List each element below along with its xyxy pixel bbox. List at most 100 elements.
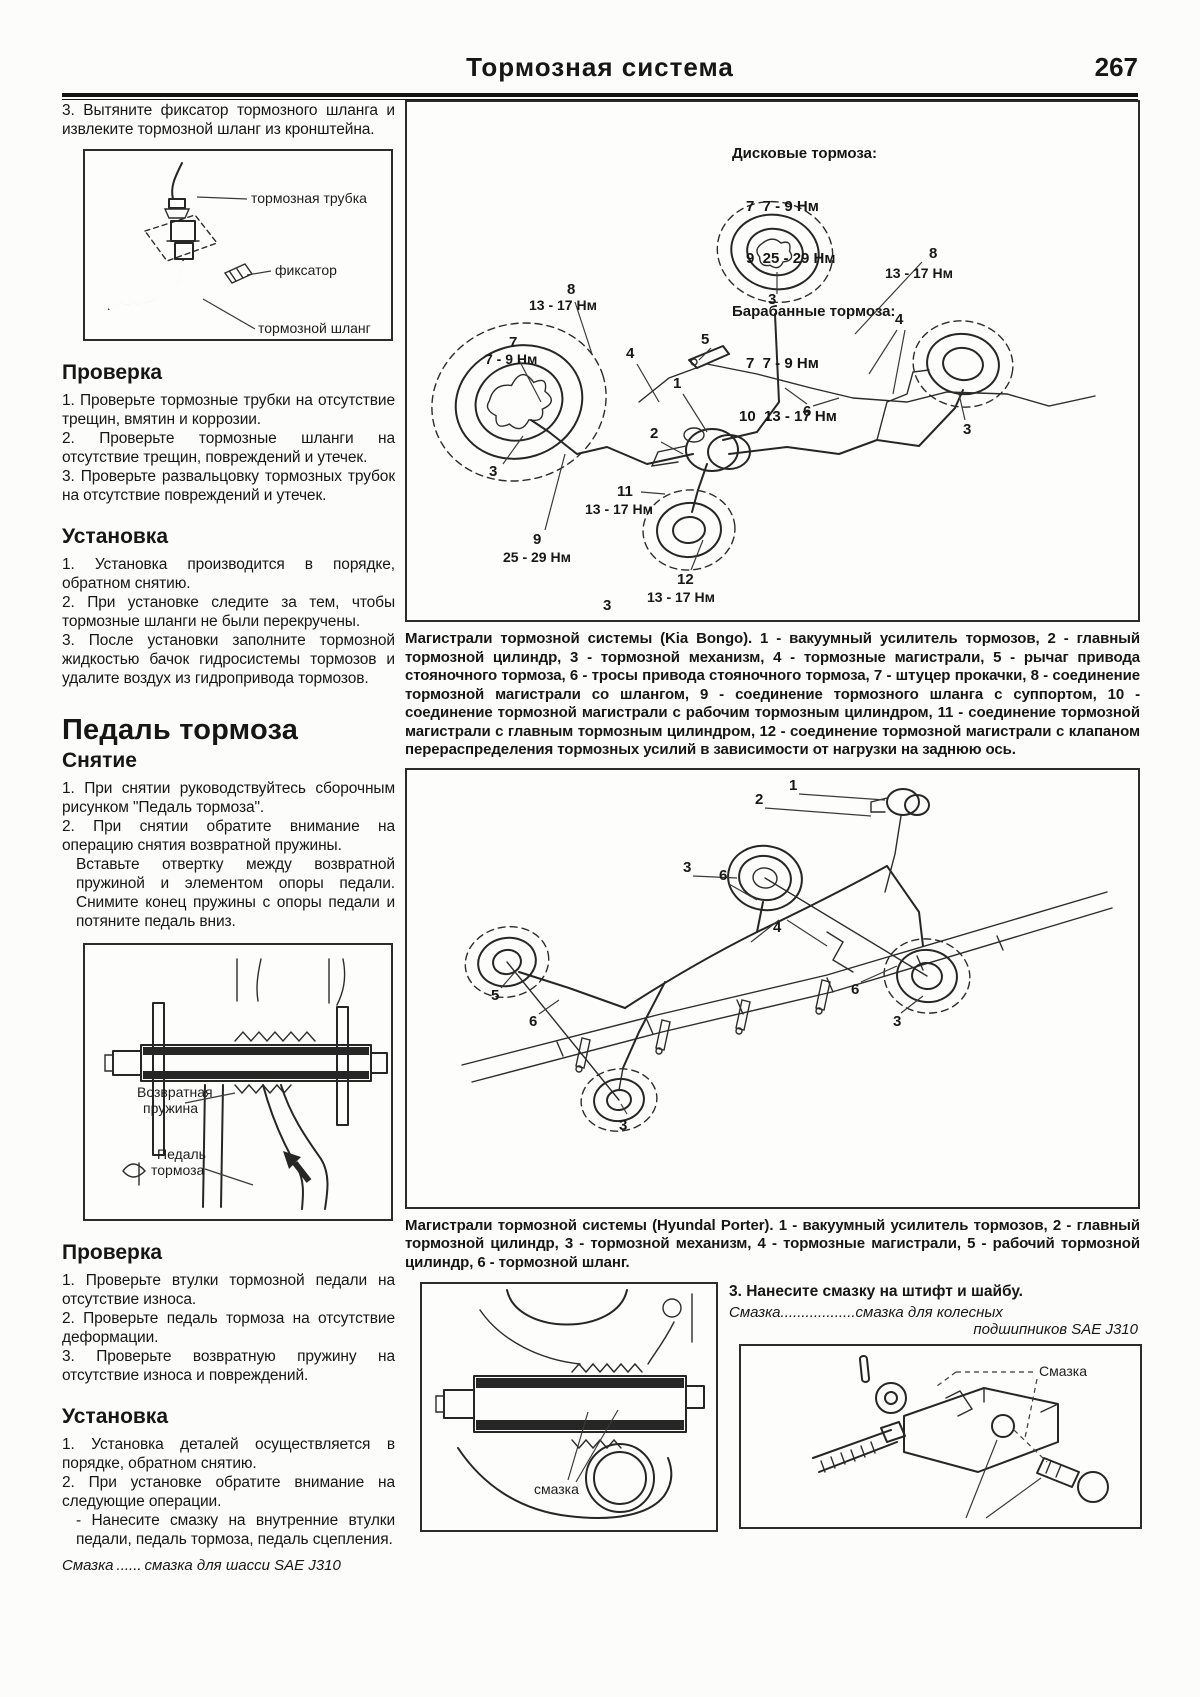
callout-11-torque: 13 - 17 Нм bbox=[585, 501, 653, 517]
torque-line: 10 13 - 17 Нм bbox=[739, 407, 837, 425]
torque-line: Барабанные тормоза: bbox=[732, 302, 896, 320]
callout-11: 11 bbox=[617, 483, 633, 500]
bottom-right-block: 3. Нанесите смазку на штифт и шайбу. Сма… bbox=[729, 1282, 1142, 1529]
callout-3: 3 bbox=[893, 1013, 901, 1030]
torque-line: Дисковые тормоза: bbox=[732, 145, 877, 162]
porter-drawing: 1 2 3 6 4 6 3 5 6 3 bbox=[461, 777, 1113, 1134]
install1-item: 1. Установка производится в порядке, обр… bbox=[62, 556, 395, 592]
clevis-pin-drawing: Смазка bbox=[812, 1354, 1109, 1519]
pull-arrow-icon bbox=[283, 1151, 312, 1183]
callout-8: 8 bbox=[567, 281, 575, 298]
check1-item: 3. Проверьте развальцовку тормозных труб… bbox=[62, 468, 395, 504]
torque-line: 9 25 - 29 Нм bbox=[746, 250, 836, 267]
install1-heading: Установка bbox=[62, 525, 168, 548]
bottom-row: смазка 3. Нанесите смазку на штифт и шай… bbox=[405, 1282, 1142, 1532]
pedal-lubrication-figure: смазка bbox=[420, 1282, 718, 1532]
check2-item: 3. Проверьте возвратную пружину на отсут… bbox=[62, 1348, 395, 1384]
brake-hose-figure: тормозная трубка фиксатор тормозной шлан… bbox=[83, 149, 393, 341]
kia-bongo-drawing: 8 13 - 17 Нм 7 7 - 9 Нм 3 9 25 - 29 Нм 1… bbox=[431, 200, 1096, 614]
removal-heading: Снятие bbox=[62, 749, 137, 772]
wheel-bearing-grease-spec: Смазка .................. смазка для кол… bbox=[729, 1304, 1138, 1321]
kia-bongo-brake-lines-figure: Дисковые тормоза: 7 7 - 9 Нм 9 25 - 29 Н… bbox=[405, 100, 1140, 622]
callout-2: 2 bbox=[650, 425, 658, 442]
pedal-lubrication-drawing: смазка bbox=[435, 1289, 705, 1519]
callout-4: 4 bbox=[773, 919, 782, 936]
callout-7-torque: 7 - 9 Нм bbox=[485, 351, 537, 367]
brake-hose-drawing: тормозная трубка фиксатор тормозной шлан… bbox=[108, 162, 371, 336]
torque-line: 7 7 - 9 Нм bbox=[746, 355, 819, 372]
check2-item: 2. Проверьте педаль тормоза на отсутстви… bbox=[62, 1310, 395, 1346]
install2-bullet: - Нанесите смазку на внутренние втулки п… bbox=[76, 1512, 395, 1548]
return-spring-label: Возвратная bbox=[137, 1084, 213, 1100]
page-title: Тормозная система bbox=[466, 52, 734, 82]
callout-8-torque: 13 - 17 Нм bbox=[529, 297, 597, 313]
install2-heading: Установка bbox=[62, 1405, 168, 1428]
grease-step: 3. Нанесите смазку на штифт и шайбу. bbox=[729, 1283, 1023, 1300]
page-number: 267 bbox=[1094, 52, 1138, 82]
callout-3: 3 bbox=[683, 859, 691, 876]
check2-heading: Проверка bbox=[62, 1241, 163, 1264]
install2-item: 2. При установке обратите внимание на сл… bbox=[62, 1474, 395, 1510]
torque-spec-box: Дисковые тормоза: 7 7 - 9 Нм 9 25 - 29 Н… bbox=[732, 110, 895, 460]
grease-label: Смазка bbox=[62, 1557, 114, 1574]
install1-item: 3. После установки заполните тормозной ж… bbox=[62, 632, 395, 687]
brake-pedal-label: тормоза bbox=[151, 1162, 205, 1178]
callout-6: 6 bbox=[851, 981, 859, 998]
hose-clip-label: фиксатор bbox=[275, 262, 337, 278]
grease-value-2: подшипников SAE J310 bbox=[973, 1321, 1138, 1338]
callout-4: 4 bbox=[895, 311, 904, 328]
check1-item: 2. Проверьте тормозные шланги на отсутст… bbox=[62, 430, 395, 466]
removal-note: Вставьте отвертку между возвратной пружи… bbox=[76, 856, 395, 930]
check1-heading: Проверка bbox=[62, 361, 163, 384]
porter-brake-lines-figure: 1 2 3 6 4 6 3 5 6 3 bbox=[405, 767, 1140, 1209]
callout-3: 3 bbox=[489, 463, 497, 480]
callout-9: 9 bbox=[533, 531, 541, 548]
callout-6: 6 bbox=[803, 403, 811, 420]
callout-3: 3 bbox=[603, 597, 611, 614]
callout-9-torque: 25 - 29 Нм bbox=[503, 549, 571, 565]
callout-3: 3 bbox=[768, 291, 776, 308]
header-rule-thin bbox=[62, 99, 1138, 100]
pedal-spring-drawing: Возвратная пружина Педаль тормоза bbox=[104, 958, 388, 1210]
parking-lever-shape bbox=[688, 345, 730, 369]
grease-value: смазка для шасси SAE J310 bbox=[144, 1557, 341, 1574]
grease-label: Смазка bbox=[729, 1304, 781, 1321]
callout-8: 8 bbox=[929, 245, 937, 262]
hose-label: тормозной шланг bbox=[258, 320, 371, 336]
callout-12-torque: 13 - 17 Нм bbox=[647, 589, 715, 605]
callout-5: 5 bbox=[701, 331, 709, 348]
brake-pedal-label: Педаль bbox=[157, 1146, 206, 1162]
callout-5: 5 bbox=[491, 987, 499, 1004]
callout-6: 6 bbox=[529, 1013, 537, 1030]
callout-12: 12 bbox=[677, 571, 694, 588]
kia-caption: Магистрали тормозной системы (Kia Bongo)… bbox=[405, 630, 1140, 758]
return-spring-label: пружина bbox=[143, 1100, 198, 1116]
check2-item: 1. Проверьте втулки тормозной педали на … bbox=[62, 1272, 395, 1308]
hose-tube-label: тормозная трубка bbox=[251, 190, 367, 206]
porter-booster-shape bbox=[870, 787, 930, 816]
callout-6: 6 bbox=[719, 867, 727, 884]
dots-leader: ...... bbox=[116, 1557, 142, 1574]
torque-line: 7 7 - 9 Нм bbox=[746, 197, 819, 215]
grease-label: Смазка bbox=[1039, 1363, 1087, 1379]
porter-caption: Магистрали тормозной системы (Hyundal Po… bbox=[405, 1216, 1140, 1271]
chassis-grease-spec: Смазка ...... смазка для шасси SAE J310 bbox=[62, 1557, 395, 1574]
callout-7: 7 bbox=[509, 334, 517, 351]
grease-point-label: смазка bbox=[534, 1481, 579, 1497]
callout-1: 1 bbox=[673, 375, 681, 392]
pedal-spring-figure: Возвратная пружина Педаль тормоза bbox=[83, 943, 393, 1221]
right-column: Дисковые тормоза: 7 7 - 9 Нм 9 25 - 29 Н… bbox=[405, 100, 1142, 1532]
check1-item: 1. Проверьте тормозные трубки на отсутст… bbox=[62, 392, 395, 428]
callout-3: 3 bbox=[619, 1117, 627, 1134]
install2-item: 1. Установка деталей осуществляется в по… bbox=[62, 1436, 395, 1472]
dots-leader: .................. bbox=[780, 1304, 856, 1321]
callout-4: 4 bbox=[626, 345, 635, 362]
install1-item: 2. При установке следите за тем, чтобы т… bbox=[62, 594, 395, 630]
removal-item: 1. При снятии руководствуйтесь сборочным… bbox=[62, 780, 395, 816]
header-rule-thick bbox=[62, 93, 1138, 97]
left-column: 3. Вытяните фиксатор тормозного шланга и… bbox=[62, 101, 395, 1574]
pedal-section-heading: Педаль тормоза bbox=[62, 714, 299, 746]
callout-1: 1 bbox=[789, 777, 797, 794]
callout-3: 3 bbox=[963, 421, 971, 438]
